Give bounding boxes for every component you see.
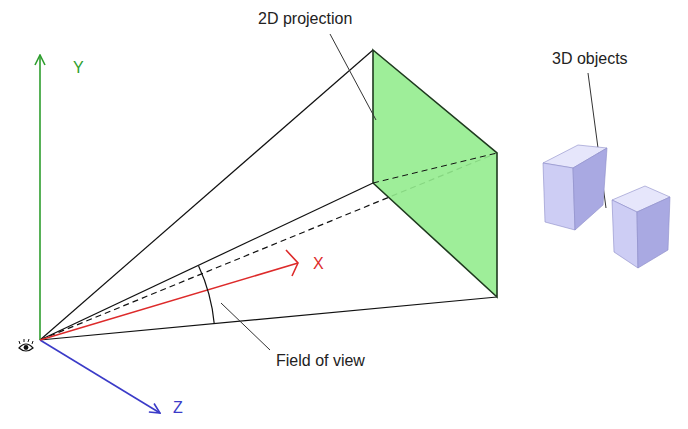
x-axis [40,263,298,340]
axis-label: Z [173,398,183,418]
cube [543,145,607,230]
axis-label: X [313,254,324,274]
z-axis [40,340,160,413]
callout-label: Field of view [276,351,365,371]
eye-symbol [19,339,33,351]
projection-plane [373,50,497,297]
callout-label: 2D projection [258,9,352,29]
frustum-lines [40,50,497,340]
leader-lines [221,34,606,350]
axis-label: Y [73,58,84,78]
fov-arc [199,266,215,324]
y-axis [39,55,41,340]
callout-label: 3D objects [552,49,628,69]
hidden-edge [373,153,497,183]
cube [612,186,670,268]
x-axis-head [286,250,298,276]
